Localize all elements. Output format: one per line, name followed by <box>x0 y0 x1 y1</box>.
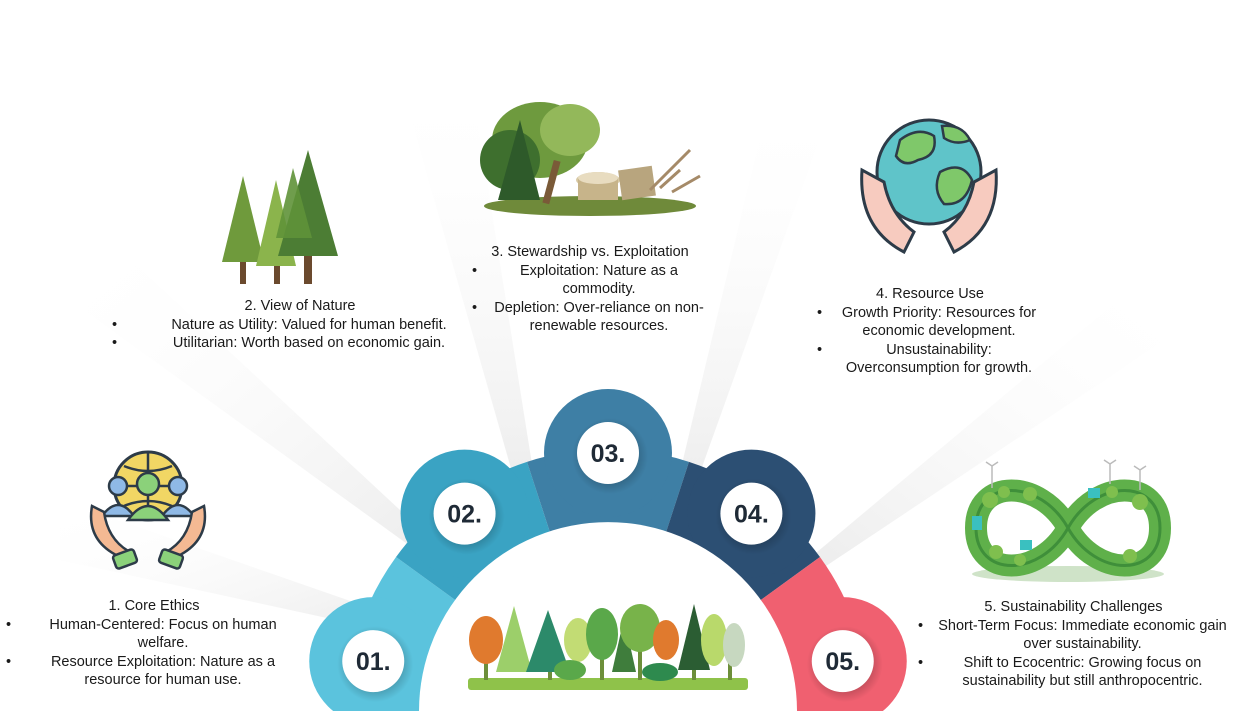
item-3-text: 3. Stewardship vs. Exploitation Exploita… <box>470 243 710 336</box>
item-4-bullet-2: Unsustainability: Overconsumption for gr… <box>815 341 1045 378</box>
pine-trees-icon <box>222 150 338 284</box>
item-5-title: 5. Sustainability Challenges <box>984 599 1163 615</box>
item-5-text: 5. Sustainability Challenges Short-Term … <box>916 598 1231 691</box>
deforestation-icon <box>480 102 701 216</box>
number-badge-2 <box>433 482 496 545</box>
number-label-2: 02. <box>447 501 482 529</box>
item-4-title: 4. Resource Use <box>876 286 984 302</box>
item-3-bullet-1: Exploitation: Nature as a commodity. <box>470 262 710 299</box>
item-3-bullet-2: Depletion: Over-reliance on non-renewabl… <box>470 299 710 336</box>
number-label-3: 03. <box>591 440 626 468</box>
item-5-bullet-1: Short-Term Focus: Immediate economic gai… <box>916 617 1231 654</box>
item-3-title: 3. Stewardship vs. Exploitation <box>491 244 689 260</box>
number-badge-5 <box>811 630 874 693</box>
item-1-text: 1. Core Ethics Human-Centered: Focus on … <box>4 597 304 690</box>
number-badge-1 <box>342 630 405 693</box>
item-1-bullet-1: Human-Centered: Focus on human welfare. <box>4 616 304 653</box>
item-5-bullet-2: Shift to Ecocentric: Growing focus on su… <box>916 654 1231 691</box>
number-badge-3 <box>577 422 639 484</box>
item-2-bullet-2: Utilitarian: Worth based on economic gai… <box>110 334 490 353</box>
item-2-text: 2. View of Nature Nature as Utility: Val… <box>110 297 490 353</box>
infinity-landscape-icon <box>964 459 1172 582</box>
number-badge-4 <box>720 482 783 545</box>
item-4-bullet-1: Growth Priority: Resources for economic … <box>815 304 1045 341</box>
forest-icon <box>468 604 748 690</box>
earth-in-hands-icon <box>860 118 998 255</box>
number-label-4: 04. <box>734 501 769 529</box>
number-label-1: 01. <box>356 648 391 676</box>
number-badges: 01. 02. 03. 04. 05. <box>337 418 883 703</box>
number-label-5: 05. <box>825 648 860 676</box>
item-1-title: 1. Core Ethics <box>108 598 200 614</box>
item-4-text: 4. Resource Use Growth Priority: Resourc… <box>815 285 1045 378</box>
item-2-title: 2. View of Nature <box>244 298 356 314</box>
item-1-bullet-2: Resource Exploitation: Nature as a resou… <box>4 653 304 690</box>
people-globe-hands-icon <box>89 450 207 570</box>
item-2-bullet-1: Nature as Utility: Valued for human bene… <box>110 316 490 335</box>
